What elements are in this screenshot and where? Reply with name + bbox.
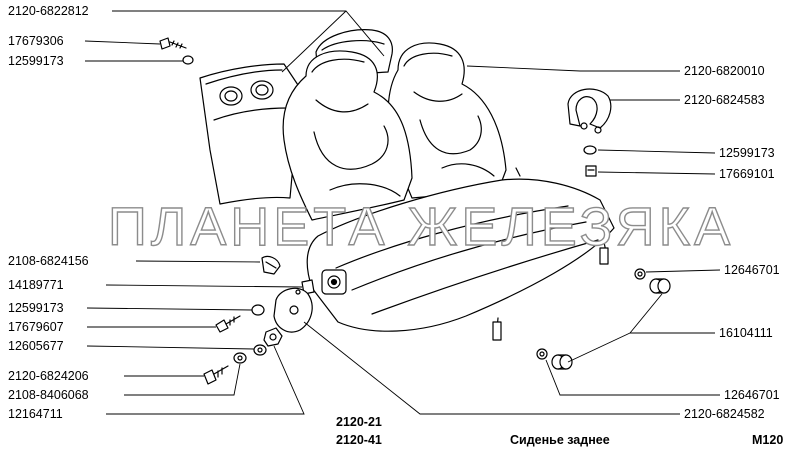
watermark-text: ПЛАНЕТА ЖЕЛЕЗЯКА (107, 196, 735, 257)
bolt-17679306-drawing (159, 37, 187, 50)
part-label-12605677: 12605677 (8, 339, 64, 353)
part-label-12599173-top: 12599173 (8, 54, 64, 68)
part-label-2120-6820010: 2120-6820010 (684, 64, 765, 78)
part-label-2120-6824206: 2120-6824206 (8, 369, 89, 383)
washer-12646701-top-drawing (634, 268, 646, 280)
model-code-line2: 2120-41 (336, 433, 382, 447)
bolt-2120-6824206-drawing (203, 365, 229, 385)
part-label-2120-6824582: 2120-6824582 (684, 407, 765, 421)
diagram-caption: Сиденье заднее (510, 433, 610, 447)
part-label-12599173-right: 12599173 (719, 146, 775, 160)
leader-lines (84, 10, 721, 415)
washer-12646701-bottom-drawing (536, 348, 548, 360)
model-code-line1: 2120-21 (336, 415, 382, 429)
left-seatback-drawing (282, 50, 413, 221)
part-label-2108-6824156: 2108-6824156 (8, 254, 89, 268)
part-label-14189771: 14189771 (8, 278, 64, 292)
part-label-2108-8406068: 2108-8406068 (8, 388, 89, 402)
washer-12599173-left-drawing (251, 304, 265, 316)
bushing-16104111-bottom-drawing (551, 354, 573, 370)
screw-17679607-drawing (215, 315, 241, 333)
strap-2120-6824583-drawing (567, 88, 612, 134)
part-label-12164711: 12164711 (8, 407, 63, 421)
bushing-16104111-top-drawing (649, 278, 671, 294)
part-label-12599173-left: 12599173 (8, 301, 64, 315)
hinge-cover-2120-6824582-drawing (273, 287, 313, 333)
backrest-panel-drawing (199, 63, 301, 205)
part-label-16104111: 16104111 (719, 326, 773, 340)
part-label-2120-6824583: 2120-6824583 (684, 93, 765, 107)
washer-12599173-right-drawing (583, 145, 597, 155)
part-label-17679607: 17679607 (8, 320, 64, 334)
diagram-code: M120 (752, 433, 784, 447)
nut-12164711-drawing (263, 327, 283, 347)
seat-cushion-drawing (306, 167, 615, 341)
hinge-bracket-drawing (321, 269, 347, 295)
part-label-17669101: 17669101 (719, 167, 775, 181)
bolt-17669101-drawing (585, 165, 597, 177)
washer-12599173-top-drawing (182, 55, 194, 65)
part-label-12646701-top: 12646701 (724, 263, 780, 277)
part-label-12646701-bottom: 12646701 (724, 388, 780, 402)
washer-2108-8406068-drawing (233, 352, 247, 364)
washer-12605677-drawing (253, 344, 267, 356)
bracket-2108-6824156-drawing (261, 255, 281, 275)
part-label-17679306: 17679306 (8, 34, 64, 48)
part-label-2120-6822812: 2120-6822812 (8, 4, 89, 18)
